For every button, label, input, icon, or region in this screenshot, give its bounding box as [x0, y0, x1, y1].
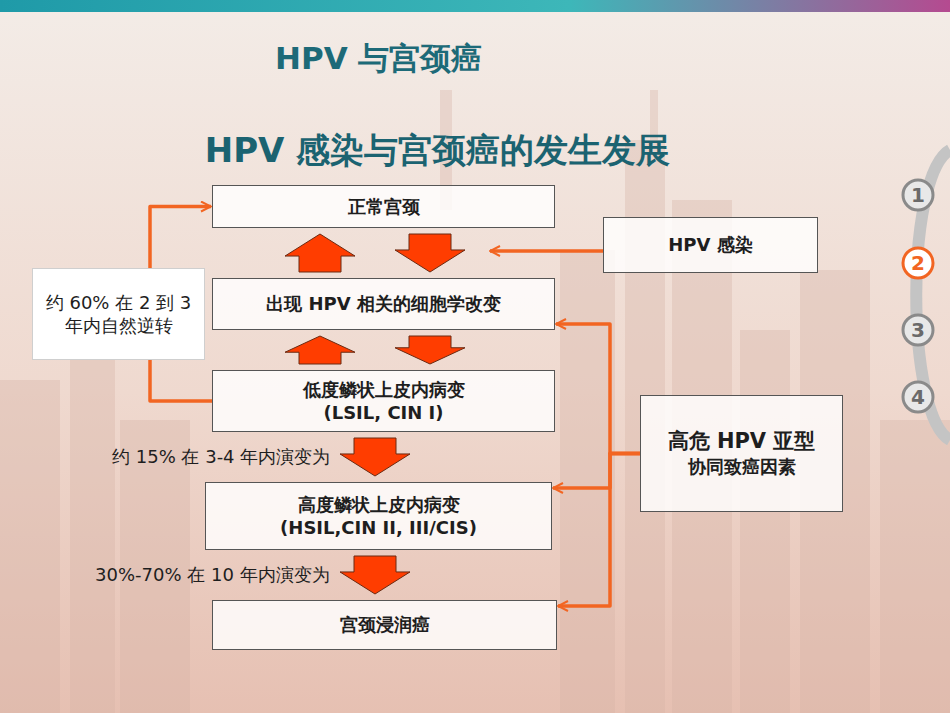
slide-title: HPV 感染与宫颈癌的发生发展 [0, 128, 875, 174]
process-box: 宫颈浸润癌 [212, 600, 557, 650]
elbow-arrow [558, 454, 640, 607]
step-circle: 2 [901, 246, 935, 280]
block-arrow [395, 234, 465, 272]
step-circle: 4 [901, 380, 935, 414]
box-text: 约 60% 在 2 到 3 年内自然逆转 [39, 291, 198, 338]
box-text: (LSIL, CIN I) [323, 401, 443, 424]
step-circle: 1 [901, 178, 935, 212]
callout-number: 4 [911, 384, 925, 410]
skyline [0, 90, 950, 713]
box-text: 正常宫颈 [348, 195, 420, 218]
block-arrow [340, 556, 410, 594]
box-text: 高危 HPV 亚型 [668, 428, 816, 455]
process-box: 出现 HPV 相关的细胞学改变 [212, 278, 555, 330]
block-arrow [395, 336, 465, 364]
section-heading: HPV 与宫颈癌 [275, 38, 482, 80]
callout-number: 3 [911, 317, 925, 343]
box-text: (HSIL,CIN II, III/CIS) [280, 516, 477, 539]
process-box: 高危 HPV 亚型协同致癌因素 [640, 395, 843, 512]
box-text: 宫颈浸润癌 [340, 613, 430, 636]
block-arrow [285, 336, 355, 364]
box-text: HPV 感染 [668, 233, 752, 256]
box-text: 协同致癌因素 [688, 455, 796, 478]
callout-number: 1 [911, 182, 925, 208]
process-box: 低度鳞状上皮内病变(LSIL, CIN I) [212, 370, 555, 432]
box-text: 出现 HPV 相关的细胞学改变 [266, 292, 501, 315]
callout-number: 2 [911, 250, 925, 276]
process-box: 正常宫颈 [212, 185, 555, 228]
box-text: 高度鳞状上皮内病变 [298, 493, 460, 516]
infection-arrow [490, 249, 603, 253]
edge-label: 约 15% 在 3-4 年内演变为 [112, 445, 330, 469]
circle-shape [903, 382, 933, 412]
box-text: 低度鳞状上皮内病变 [303, 378, 465, 401]
edge-label: 30%-70% 在 10 年内演变为 [95, 563, 330, 587]
process-box: 高度鳞状上皮内病变(HSIL,CIN II, III/CIS) [205, 482, 552, 550]
block-arrow [340, 438, 410, 476]
process-box: HPV 感染 [603, 217, 818, 273]
elbow-arrow [553, 454, 640, 489]
elbow-arrow [556, 324, 640, 454]
note-box: 约 60% 在 2 到 3 年内自然逆转 [32, 268, 205, 360]
circle-shape [903, 248, 933, 278]
block-arrow [285, 234, 355, 272]
top-strip [0, 0, 950, 12]
step-circle: 3 [901, 313, 935, 347]
circle-shape [903, 180, 933, 210]
circle-shape [903, 315, 933, 345]
